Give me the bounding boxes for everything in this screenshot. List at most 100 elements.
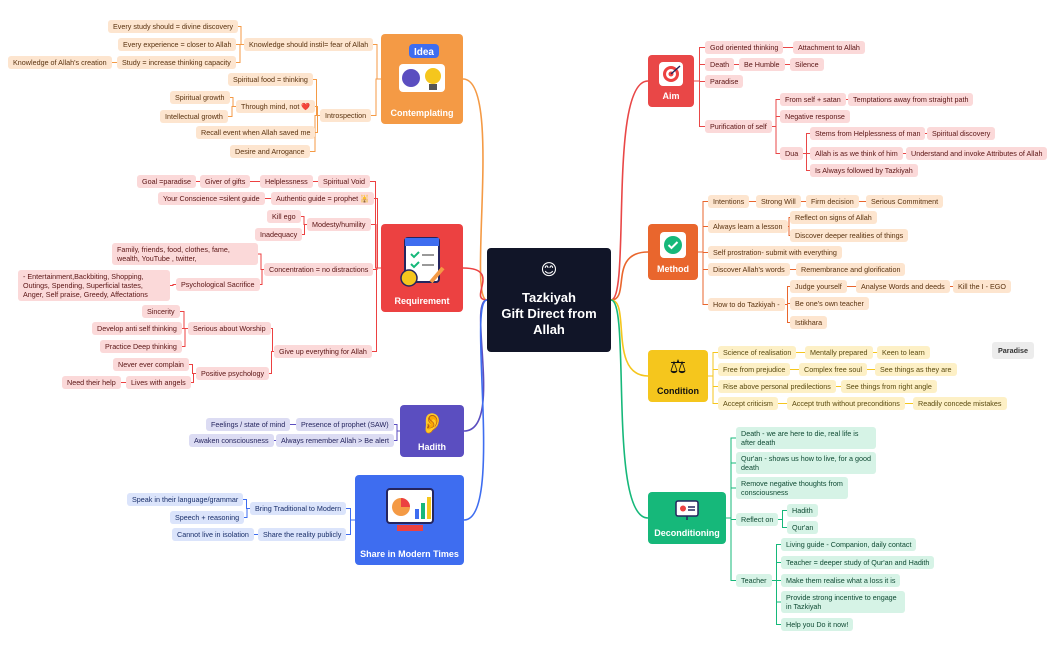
node-presence-prophet[interactable]: Presence of prophet (SAW) bbox=[296, 418, 394, 431]
node-inadequacy[interactable]: Inadequacy bbox=[255, 228, 303, 241]
node-entertainment[interactable]: - Entertainment,Backbiting, Shopping, Ou… bbox=[18, 270, 170, 301]
node-understand-invoke[interactable]: Understand and invoke Attributes of Alla… bbox=[906, 147, 1048, 160]
node-knowledge-creation[interactable]: Knowledge of Allah's creation bbox=[8, 56, 112, 69]
node-always-learn[interactable]: Always learn a lesson bbox=[708, 220, 788, 233]
node-quran-shows[interactable]: Qur'an - shows us how to live, for a goo… bbox=[736, 452, 876, 474]
topic-requirement[interactable]: Requirement bbox=[381, 224, 463, 312]
node-dua[interactable]: Dua bbox=[780, 147, 804, 160]
node-analyse-words[interactable]: Analyse Words and deeds bbox=[856, 280, 950, 293]
node-living-guide[interactable]: Living guide - Companion, daily contact bbox=[781, 538, 917, 551]
node-see-right-angle[interactable]: See things from right angle bbox=[841, 380, 937, 393]
node-anti-self[interactable]: Develop anti self thinking bbox=[92, 322, 182, 335]
topic-aim[interactable]: Aim bbox=[648, 55, 694, 107]
node-deep-thinking[interactable]: Practice Deep thinking bbox=[100, 340, 182, 353]
node-cannot-isolation[interactable]: Cannot live in isolation bbox=[172, 528, 254, 541]
node-authentic-guide[interactable]: Authentic guide = prophet 🕌 bbox=[271, 192, 375, 205]
node-goal-paradise[interactable]: Goal =paradise bbox=[137, 175, 196, 188]
topic-condition[interactable]: ⚖ Condition bbox=[648, 350, 708, 402]
node-recall-event[interactable]: Recall event when Allah saved me bbox=[196, 126, 316, 139]
node-lives-angels[interactable]: Lives with angels bbox=[126, 376, 191, 389]
node-never-complain[interactable]: Never ever complain bbox=[113, 358, 189, 371]
node-share-reality[interactable]: Share the reality publicly bbox=[258, 528, 347, 541]
node-rise-above[interactable]: Rise above personal predilections bbox=[718, 380, 836, 393]
node-through-mind[interactable]: Through mind, not ❤️ bbox=[236, 100, 316, 113]
topic-contemplating[interactable]: Idea Contemplating bbox=[381, 34, 463, 124]
node-keen-learn[interactable]: Keen to learn bbox=[877, 346, 930, 359]
node-speak-language[interactable]: Speak in their language/grammar bbox=[127, 493, 244, 506]
node-allah-think[interactable]: Allah is as we think of him bbox=[810, 147, 903, 160]
node-stems-helplessness[interactable]: Stems from Helplessness of man bbox=[810, 127, 926, 140]
node-free-prejudice[interactable]: Free from prejudice bbox=[718, 363, 791, 376]
node-science-realisation[interactable]: Science of realisation bbox=[718, 346, 797, 359]
node-temptations[interactable]: Temptations away from straight path bbox=[848, 93, 974, 106]
node-every-study[interactable]: Every study should = divine discovery bbox=[108, 20, 239, 33]
node-study-capacity[interactable]: Study = increase thinking capacity bbox=[117, 56, 236, 69]
node-desire-arrogance[interactable]: Desire and Arrogance bbox=[230, 145, 310, 158]
node-feelings[interactable]: Feelings / state of mind bbox=[206, 418, 291, 431]
node-judge-yourself[interactable]: Judge yourself bbox=[790, 280, 847, 293]
node-reflect-on[interactable]: Reflect on bbox=[736, 513, 779, 526]
node-serious-worship[interactable]: Serious about Worship bbox=[188, 322, 271, 335]
node-complex-free[interactable]: Complex free soul bbox=[799, 363, 867, 376]
node-mentally-prepared[interactable]: Mentally prepared bbox=[805, 346, 873, 359]
node-readily-concede[interactable]: Readily concede mistakes bbox=[913, 397, 1007, 410]
topic-deconditioning[interactable]: Deconditioning bbox=[648, 492, 726, 544]
node-self-prostration[interactable]: Self prostration- submit with everything bbox=[708, 246, 842, 259]
node-sincerity[interactable]: Sincerity bbox=[142, 305, 180, 318]
floating-topic-paradise[interactable]: Paradise bbox=[992, 342, 1034, 359]
node-awaken[interactable]: Awaken consciousness bbox=[189, 434, 274, 447]
node-kill-ego[interactable]: Kill the I - EGO bbox=[953, 280, 1011, 293]
node-death[interactable]: Death bbox=[705, 58, 735, 71]
node-death-here[interactable]: Death - we are here to die, real life is… bbox=[736, 427, 876, 449]
topic-method[interactable]: Method bbox=[648, 224, 698, 280]
node-teacher-deeper[interactable]: Teacher = deeper study of Qur'an and Had… bbox=[781, 556, 935, 569]
node-always-remember[interactable]: Always remember Allah > Be alert bbox=[276, 434, 395, 447]
node-silence[interactable]: Silence bbox=[790, 58, 824, 71]
node-need-help[interactable]: Need their help bbox=[62, 376, 121, 389]
node-discover-deeper[interactable]: Discover deeper realities of things bbox=[790, 229, 909, 242]
node-quran[interactable]: Qur'an bbox=[787, 521, 819, 534]
node-spiritual-void[interactable]: Spiritual Void bbox=[318, 175, 370, 188]
node-spiritual-discovery[interactable]: Spiritual discovery bbox=[927, 127, 996, 140]
topic-share[interactable]: Share in Modern Times bbox=[355, 475, 464, 565]
node-knowledge-fear[interactable]: Knowledge should instil= fear of Allah bbox=[244, 38, 374, 51]
node-serious-commitment[interactable]: Serious Commitment bbox=[866, 195, 944, 208]
node-psych-sacrifice[interactable]: Psychological Sacrifice bbox=[176, 278, 260, 291]
node-make-realise[interactable]: Make them realise what a loss it is bbox=[781, 574, 901, 587]
node-introspection[interactable]: Introspection bbox=[320, 109, 372, 122]
node-concentration[interactable]: Concentration = no distractions bbox=[264, 263, 374, 276]
node-paradise[interactable]: Paradise bbox=[705, 75, 744, 88]
node-modesty[interactable]: Modesty/humility bbox=[307, 218, 371, 231]
node-teacher[interactable]: Teacher bbox=[736, 574, 772, 587]
node-reflect-signs[interactable]: Reflect on signs of Allah bbox=[790, 211, 877, 224]
central-topic[interactable]: 😊 Tazkiyah Gift Direct from Allah bbox=[487, 248, 611, 352]
node-helplessness[interactable]: Helplessness bbox=[260, 175, 313, 188]
node-speech-reasoning[interactable]: Speech + reasoning bbox=[170, 511, 245, 524]
node-remove-negative[interactable]: Remove negative thoughts from consciousn… bbox=[736, 477, 848, 499]
node-help-you[interactable]: Help you Do it now! bbox=[781, 618, 854, 631]
node-provide-incentive[interactable]: Provide strong incentive to engage in Ta… bbox=[781, 591, 905, 613]
node-intentions[interactable]: Intentions bbox=[708, 195, 750, 208]
node-give-up[interactable]: Give up everything for Allah bbox=[274, 345, 372, 358]
node-giver-gifts[interactable]: Giver of gifts bbox=[200, 175, 251, 188]
node-bring-traditional[interactable]: Bring Traditional to Modern bbox=[250, 502, 347, 515]
node-spiritual-growth[interactable]: Spiritual growth bbox=[170, 91, 230, 104]
node-how-to[interactable]: How to do Tazkiyah - bbox=[708, 298, 785, 311]
node-family-wealth[interactable]: Family, friends, food, clothes, fame, we… bbox=[112, 243, 258, 265]
node-conscience[interactable]: Your Conscience =silent guide bbox=[158, 192, 265, 205]
node-kill-ego[interactable]: Kill ego bbox=[267, 210, 301, 223]
node-remembrance[interactable]: Remembrance and glorification bbox=[796, 263, 906, 276]
node-spiritual-food[interactable]: Spiritual food = thinking bbox=[228, 73, 313, 86]
node-be-humble[interactable]: Be Humble bbox=[739, 58, 785, 71]
node-always-followed[interactable]: Is Always followed by Tazkiyah bbox=[810, 164, 918, 177]
topic-hadith[interactable]: 👂 Hadith bbox=[400, 405, 464, 457]
node-negative-response[interactable]: Negative response bbox=[780, 110, 850, 123]
node-attachment[interactable]: Attachment to Allah bbox=[793, 41, 865, 54]
node-firm-decision[interactable]: Firm decision bbox=[806, 195, 859, 208]
node-positive-psych[interactable]: Positive psychology bbox=[196, 367, 270, 380]
node-from-self-satan[interactable]: From self + satan bbox=[780, 93, 846, 106]
node-strong-will[interactable]: Strong Will bbox=[756, 195, 801, 208]
node-hadith[interactable]: Hadith bbox=[787, 504, 818, 517]
node-purification[interactable]: Purification of self bbox=[705, 120, 772, 133]
node-intellectual-growth[interactable]: Intellectual growth bbox=[160, 110, 228, 123]
